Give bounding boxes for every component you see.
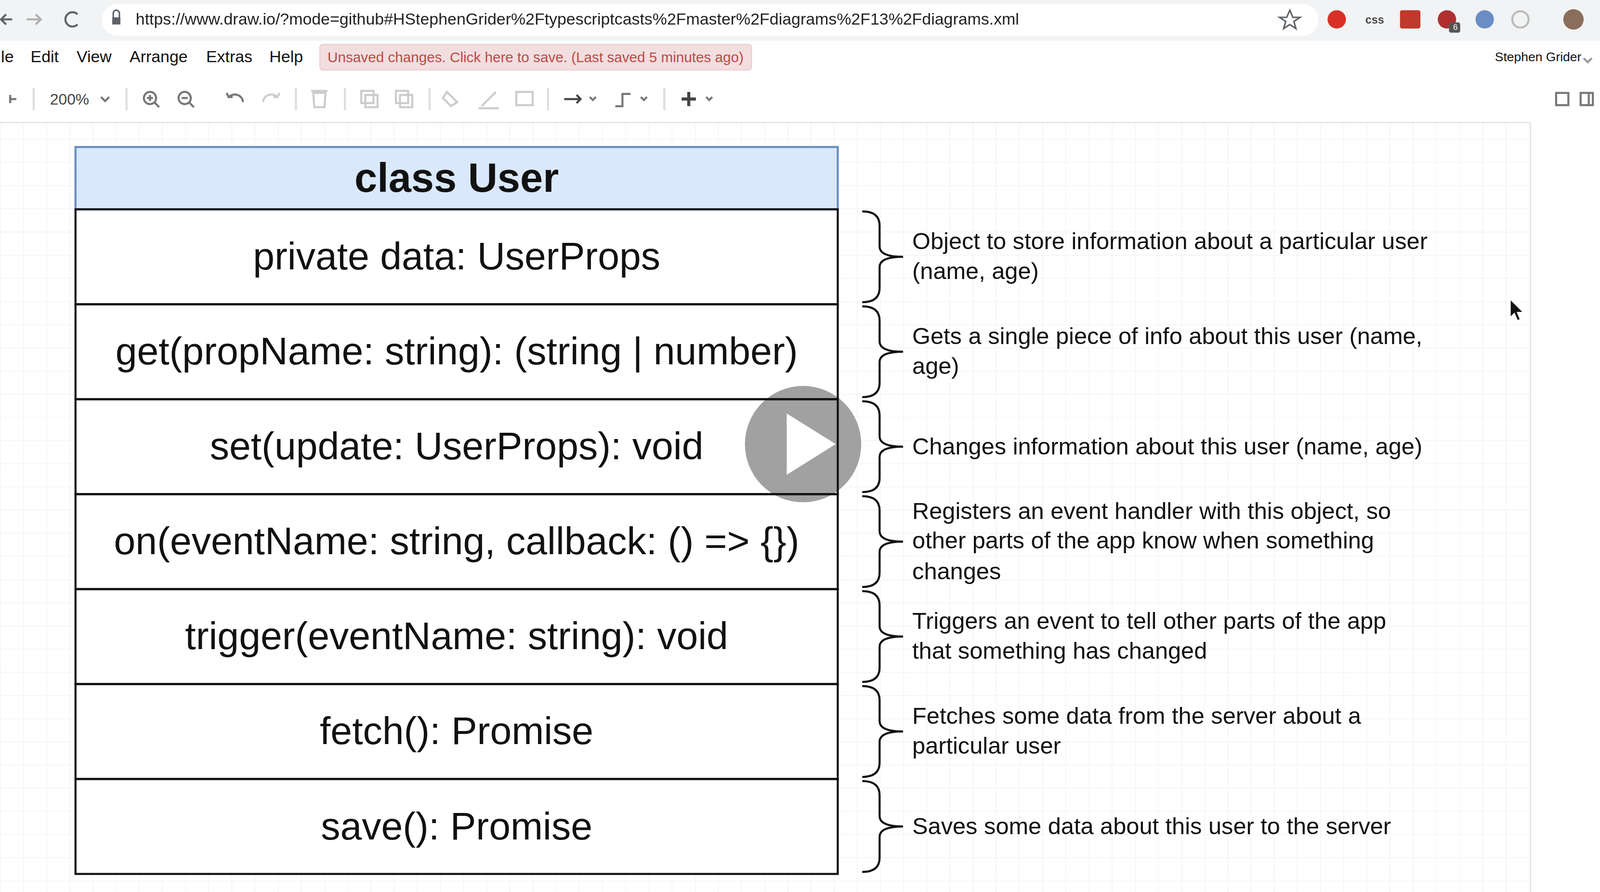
class-title: class User [354,155,559,201]
address-field [102,3,1319,36]
class-header: class User [74,145,840,210]
zoom-level: 200% [50,90,90,108]
annotation-note: Saves some data about this user to the s… [912,810,1428,841]
menu-item: Help [269,48,303,67]
member-signature: trigger(eventName: string): void [184,614,729,658]
annotation-note: Gets a single piece of info about this u… [912,321,1428,383]
annotation-note: Fetches some data from the server about … [912,700,1428,762]
curly-bracket [862,496,904,588]
curly-bracket [862,780,904,872]
menu-item: View [76,48,112,67]
mouse-cursor [1510,299,1524,321]
menu-item: Extras [206,48,253,67]
unsaved-warning: Unsaved changes. Click here to save. (La… [319,43,752,71]
curly-bracket [862,590,904,682]
video-play-button [745,385,862,503]
annotation-note: Triggers an event to tell other parts of… [912,605,1428,668]
menu-item: Edit [30,48,59,67]
extension-icon-label: css [1365,13,1385,26]
curly-bracket [862,401,904,493]
annotation-note: Object to store information about a part… [912,226,1428,288]
member-signature: on(eventName: string, callback: () => {}… [114,519,800,564]
user-name: Stephen Grider [1495,50,1582,65]
curly-bracket [862,685,904,777]
member-row: set(update: UserProps): void [74,397,840,495]
member-row: private data: UserProps [74,208,840,305]
member-row: on(eventName: string, callback: () => {}… [74,492,840,590]
class-box: class User private data: UserProps get(pro… [74,145,840,875]
member-row: fetch(): Promise [74,682,840,780]
annotation-brackets [862,211,904,872]
menu-item: le [0,48,14,67]
browser-bar [0,0,1600,41]
member-signature: fetch(): Promise [319,708,594,753]
address-url: https://www.draw.io/?mode=github#HStephe… [135,10,1020,29]
annotation-note: Registers an event handler with this obj… [912,495,1428,588]
member-signature: get(propName: string): (string | number) [115,329,799,374]
member-row: trigger(eventName: string): void [74,587,840,685]
curly-bracket [862,211,904,303]
badge-count: 6 [1453,23,1458,33]
class-box-fill [74,145,840,875]
annotation-note: Changes information about this user (nam… [912,431,1428,462]
member-signature: private data: UserProps [252,234,661,279]
member-signature: set(update: UserProps): void [209,424,704,469]
canvas-grid [0,122,1531,892]
curly-bracket [862,306,904,398]
member-signature: save(): Promise [320,803,593,848]
menu-item: Arrange [129,48,188,67]
member-row: get(propName: string): (string | number) [74,302,840,400]
member-row: save(): Promise [74,777,840,875]
